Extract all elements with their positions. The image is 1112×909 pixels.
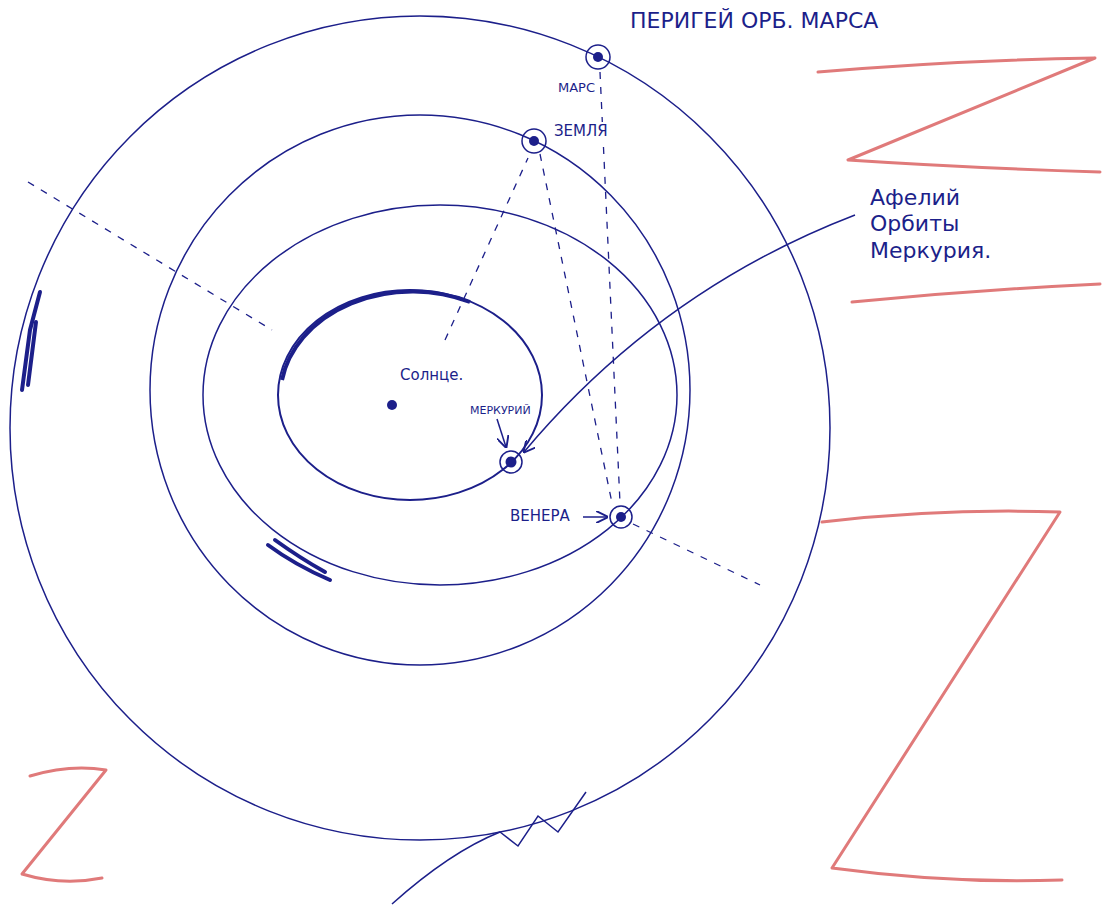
planet-label-holder: ВЕНЕРА [508,507,572,525]
mercury-orbit [278,290,542,500]
mercury-planet [500,451,522,473]
ink-squiggle [392,792,586,904]
planet-label: ВЕНЕРА [508,507,572,525]
earth-orbit [150,115,690,665]
planet-dot [593,52,603,62]
sun-dot [387,400,397,410]
orbit-point-note: ПЕРИГЕЙ ОРБ. МАРСА [628,8,880,34]
planet-ring [586,45,610,69]
venus-planet [610,506,632,528]
hatch-mark [28,322,36,385]
planet-label-holder: ЗЕМЛЯ [552,122,610,140]
dashed-lines [28,72,760,585]
red-scribble [22,768,106,881]
dashed-line [540,154,612,503]
leader-arrow [583,516,607,518]
mars-orbit [10,16,830,840]
hatching [22,292,330,580]
red-scribble [852,284,1100,302]
dashed-line [28,182,272,330]
earth-planet [522,129,546,153]
hatch-mark [22,292,40,390]
dashed-line [633,524,760,585]
planet-label-holder: МЕРКУРИЙ [468,400,533,418]
orbits [10,16,830,840]
planet-label: МЕРКУРИЙ [468,404,533,417]
planet-ring [522,129,546,153]
planet-dot [506,457,517,468]
planet-label: МАРС [556,80,597,96]
sun-label: Солнце. [398,366,465,384]
venus-orbit [203,205,677,585]
red-scribble [818,58,1100,172]
dashed-line [445,158,528,340]
leader-arrow [524,215,855,452]
sun-label-holder: Солнце. [398,366,465,384]
planet-dot [616,512,626,522]
callout-note: Афелий Орбиты Меркурия. [868,185,1043,264]
planet-label: ЗЕМЛЯ [552,122,610,140]
hatch-mark [275,540,325,572]
orbit-point-note-holder: ПЕРИГЕЙ ОРБ. МАРСА [628,8,880,34]
red-scribble [822,511,1062,881]
mars-planet [586,45,610,69]
planet-ring [610,506,632,528]
planet-dot [529,136,539,146]
red-scribbles [22,58,1100,881]
callout-note-holder: Афелий Орбиты Меркурия. [868,185,1043,264]
arrows [497,215,855,517]
planet-label-holder: МАРС [556,78,597,96]
leader-arrow [497,419,506,447]
planet-ring [500,451,522,473]
hatch-mark [268,545,330,580]
